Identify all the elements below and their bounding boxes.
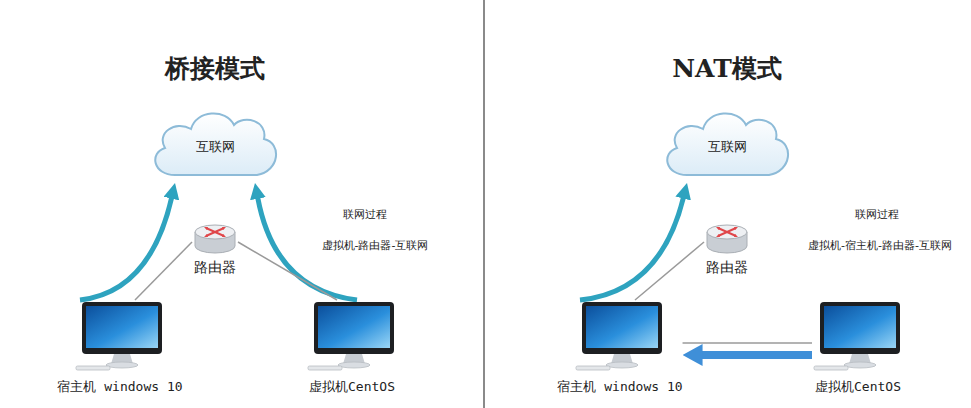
panel-title: NAT模式	[672, 52, 782, 85]
node-label: 互联网	[708, 130, 747, 156]
network-link	[683, 342, 812, 344]
flow-arrow	[702, 351, 812, 359]
router-node: 路由器	[704, 222, 750, 277]
computer-icon	[812, 300, 904, 372]
router-icon	[704, 222, 750, 256]
computer-icon	[574, 300, 666, 372]
node-label: 路由器	[194, 259, 236, 277]
node-label: 宿主机 windows 10	[57, 378, 182, 396]
computer-node: 宿主机 windows 10	[57, 300, 182, 396]
router-node: 路由器	[192, 222, 238, 277]
panel-title: 桥接模式	[165, 52, 265, 85]
note-text: 联网过程	[343, 207, 387, 222]
node-label: 路由器	[706, 259, 748, 277]
internet-cloud: 互联网	[145, 103, 285, 183]
divider-line	[483, 0, 485, 408]
computer-node: 宿主机 windows 10	[557, 300, 682, 396]
computer-node: 虚拟机CentOS	[306, 300, 398, 396]
computer-node: 虚拟机CentOS	[812, 300, 904, 396]
network-link	[635, 242, 704, 300]
computer-icon	[74, 300, 166, 372]
flow-arrow	[580, 198, 683, 300]
computer-icon	[306, 300, 398, 372]
node-label: 宿主机 windows 10	[557, 378, 682, 396]
node-label: 互联网	[196, 130, 235, 156]
node-label: 虚拟机CentOS	[815, 378, 901, 396]
flow-arrow	[80, 198, 172, 300]
router-icon	[192, 222, 238, 256]
network-link	[135, 242, 192, 300]
note-text: 虚拟机-路由器-互联网	[322, 238, 429, 253]
note-text: 联网过程	[855, 207, 899, 222]
note-text: 虚拟机-宿主机-路由器-互联网	[808, 238, 952, 253]
internet-cloud: 互联网	[657, 103, 797, 183]
node-label: 虚拟机CentOS	[309, 378, 395, 396]
